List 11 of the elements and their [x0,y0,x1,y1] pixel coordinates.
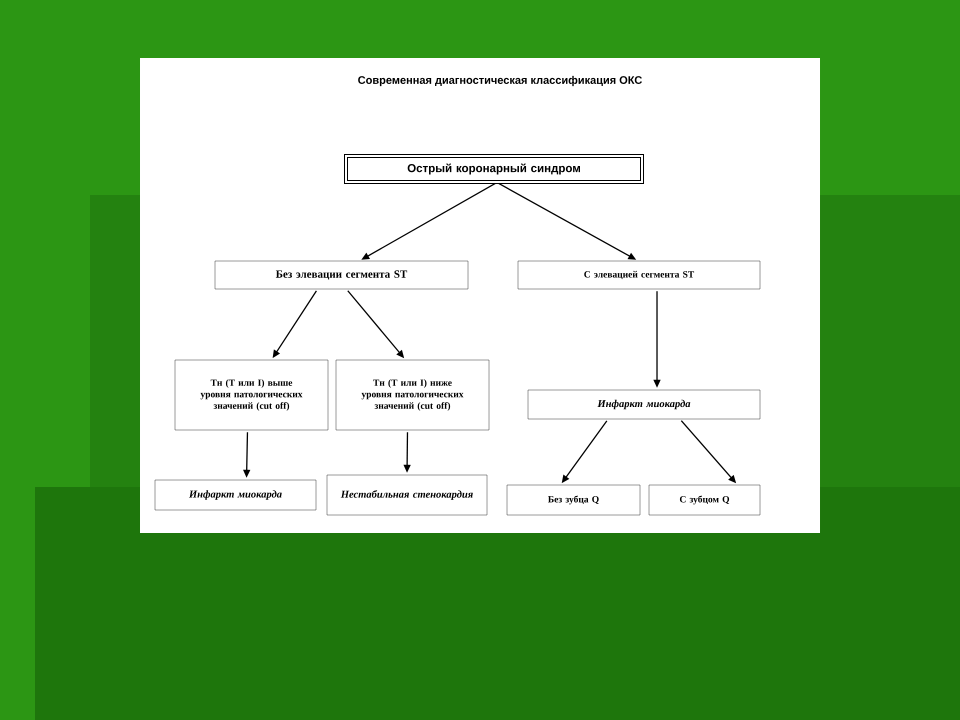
box: Без элевации сегмента ST [214,260,468,290]
box: С зубцом Q [648,484,760,516]
box: Тн (Т или I) выше уровня патологических значений (cut off) [174,360,328,430]
box: Тн (Т или I) ниже уровня патологических значений (cut off) [336,360,490,430]
box: Без зубца Q [506,484,640,516]
box: Инфаркт миокарда [528,390,760,420]
box: С элевацией сегмента ST [518,260,760,290]
box: Нестабильная стенокардия [326,474,488,516]
box: Инфаркт миокарда [154,480,316,510]
title: Современная диагностическая классификация ОКС [358,76,642,86]
box: Острый коронарный синдром [344,154,644,184]
